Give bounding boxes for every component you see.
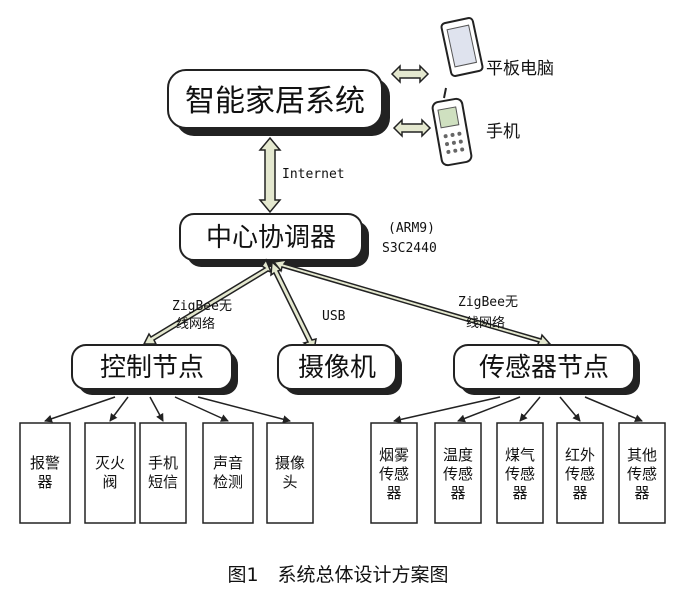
sensor-leaf: 烟雾 传感 器 xyxy=(370,422,418,524)
leaf-line: 煤气 xyxy=(505,446,535,464)
leaf-line: 阀 xyxy=(102,473,117,491)
leaf-line: 温度 xyxy=(443,446,473,464)
sensor-leaf: 其他 传感 器 xyxy=(618,422,666,524)
control-leaf: 灭火 阀 xyxy=(84,422,136,524)
phone-icon xyxy=(431,87,473,167)
camera-title: 摄像机 xyxy=(298,353,376,383)
leaf-line: 器 xyxy=(450,484,465,502)
leaf-line: 手机 xyxy=(148,454,178,472)
leaf-line: 其他 xyxy=(627,446,657,464)
control-node-title: 控制节点 xyxy=(100,353,204,383)
camera-box: 摄像机 xyxy=(277,344,402,395)
leaf-line: 摄像 xyxy=(275,454,305,472)
leaf-line: 器 xyxy=(386,484,401,502)
system-box: 智能家居系统 xyxy=(167,69,390,136)
control-node-box: 控制节点 xyxy=(71,344,238,395)
sensor-leaf: 温度 传感 器 xyxy=(434,422,482,524)
coordinator-title: 中心协调器 xyxy=(206,223,336,253)
tablet-icon xyxy=(440,17,484,77)
leaf-line: 短信 xyxy=(148,473,178,491)
system-title: 智能家居系统 xyxy=(185,84,365,119)
leaf-line: 传感 xyxy=(379,465,409,483)
leaf-line: 器 xyxy=(37,473,52,491)
leaf-line: 声音 xyxy=(213,454,243,472)
sensor-node-title: 传感器节点 xyxy=(479,353,609,383)
zigbee-left-label-1: ZigBee无 xyxy=(172,299,232,314)
leaf-line: 烟雾 xyxy=(379,446,409,464)
leaf-line: 传感 xyxy=(505,465,535,483)
leaf-line: 红外 xyxy=(565,446,595,464)
leaf-line: 头 xyxy=(282,473,297,491)
control-fanout-arrows xyxy=(44,396,291,424)
sensor-leaf: 红外 传感 器 xyxy=(556,422,604,524)
control-leaf: 摄像 头 xyxy=(266,422,314,524)
internet-arrow xyxy=(258,136,282,214)
tablet-link-arrow xyxy=(390,64,430,84)
control-leaf: 手机 短信 xyxy=(139,422,187,524)
leaf-line: 器 xyxy=(512,484,527,502)
chip-label-1: (ARM9) xyxy=(388,221,435,236)
phone-label: 手机 xyxy=(486,122,520,142)
leaf-line: 器 xyxy=(572,484,587,502)
leaf-line: 传感 xyxy=(565,465,595,483)
leaf-line: 传感 xyxy=(627,465,657,483)
zigbee-left-label-2: 线网络 xyxy=(176,316,215,332)
zigbee-right-label-1: ZigBee无 xyxy=(458,295,518,310)
sensor-leaf: 煤气 传感 器 xyxy=(496,422,544,524)
sensor-node-box: 传感器节点 xyxy=(453,344,640,395)
phone-link-arrow xyxy=(392,118,432,138)
leaf-line: 检测 xyxy=(213,473,243,491)
zigbee-right-label-2: 线网络 xyxy=(466,315,505,331)
figure-caption: 图1 系统总体设计方案图 xyxy=(227,564,448,586)
chip-label-2: S3C2440 xyxy=(382,241,437,256)
coordinator-box: 中心协调器 xyxy=(179,213,369,267)
leaf-line: 器 xyxy=(634,484,649,502)
control-leaf: 报警 器 xyxy=(19,422,71,524)
leaf-line: 传感 xyxy=(443,465,473,483)
tablet-label: 平板电脑 xyxy=(486,59,554,79)
leaf-line: 报警 xyxy=(30,454,60,472)
control-leaf: 声音 检测 xyxy=(202,422,254,524)
sensor-fanout-arrows xyxy=(393,396,643,424)
leaf-line: 灭火 xyxy=(95,454,125,472)
internet-label: Internet xyxy=(282,167,345,182)
usb-label: USB xyxy=(322,309,346,324)
